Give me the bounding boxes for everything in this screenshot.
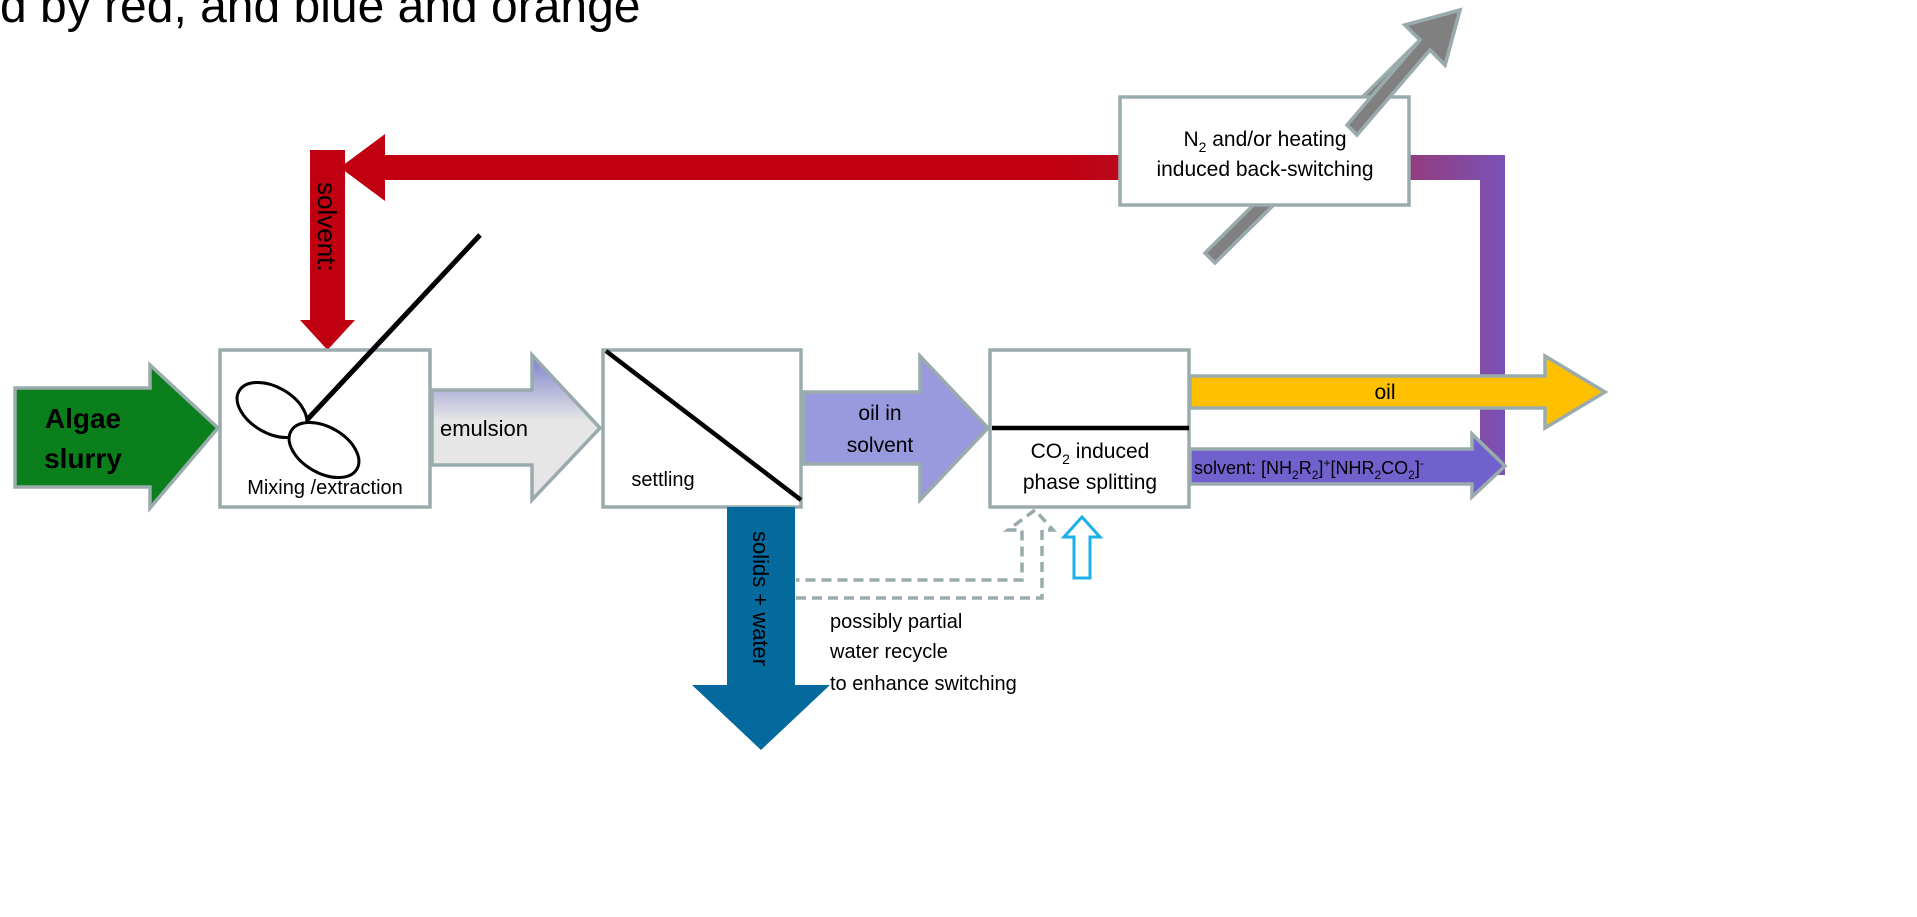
- recycle-note-line1: possibly partial: [830, 611, 962, 633]
- oil-output-arrow: [1188, 352, 1609, 432]
- feed-label-line1: Algae: [45, 403, 121, 434]
- solids-water-label: solids + water: [748, 531, 773, 666]
- emulsion-arrow: [430, 350, 603, 505]
- settler-divider: [604, 349, 803, 502]
- water-recycle-dashed-arrow: [796, 507, 1057, 600]
- phase-split-line2: phase splitting: [1023, 471, 1157, 494]
- mixer-label: Mixing /extraction: [247, 477, 403, 499]
- solvent-output-label: solvent: [NH2R2]+[NHR2CO2]-: [1194, 456, 1424, 482]
- co2-input-arrow: [1060, 514, 1104, 580]
- gas-outlet-arrow-tip: [1344, 7, 1463, 138]
- oil-in-solvent-arrow: [802, 351, 991, 505]
- oil-in-solvent-line2: solvent: [847, 434, 914, 457]
- solvent-return-label: solvent:: [312, 182, 342, 272]
- solids-water-arrow: [692, 507, 830, 750]
- feed-label-line2: slurry: [44, 443, 122, 474]
- solvent-return-down-arrow: [300, 150, 355, 350]
- back-switching-line2: induced back-switching: [1156, 158, 1373, 181]
- mixer-blade-lower: [287, 420, 361, 480]
- feed-arrow: [13, 360, 221, 513]
- oil-in-solvent-line1: oil in: [858, 402, 901, 425]
- recycle-note-line2: water recycle: [829, 641, 948, 663]
- phase-split-line1: CO2 induced: [1031, 440, 1150, 467]
- recycle-note-line3: to enhance switching: [830, 673, 1017, 695]
- settler-label: settling: [631, 469, 694, 491]
- emulsion-label: emulsion: [440, 416, 528, 441]
- oil-output-label: oil: [1374, 381, 1395, 404]
- header-partial-text: d by red, and blue and orange: [0, 0, 641, 33]
- solvent-output-arrow: [1188, 429, 1508, 502]
- mixer-shaft: [303, 233, 482, 424]
- back-switching-line1: N2 and/or heating: [1183, 128, 1346, 155]
